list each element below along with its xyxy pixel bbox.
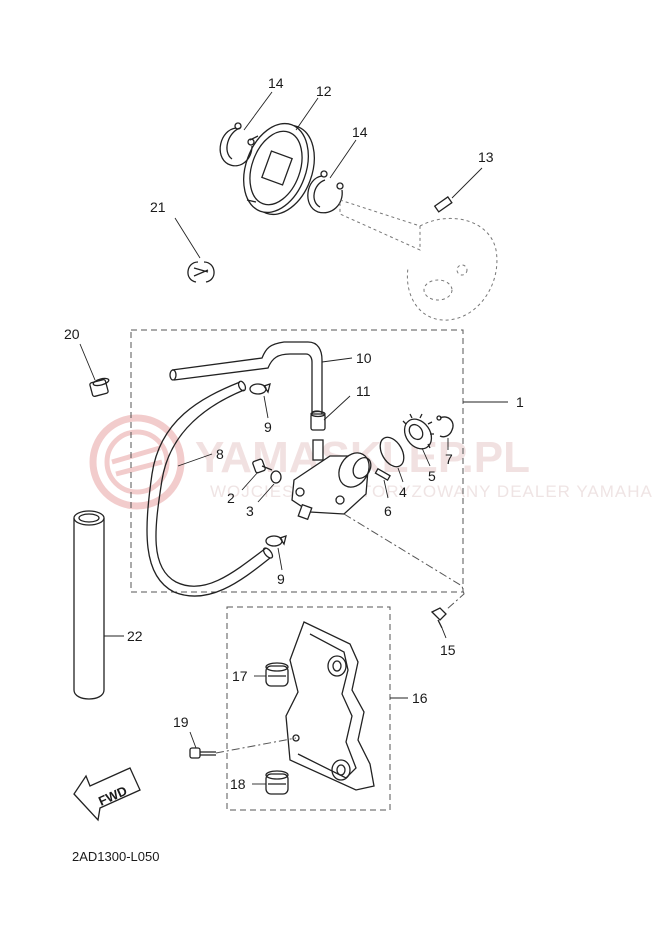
leader-2: [241, 471, 259, 491]
drive-gear-part-5: [402, 413, 434, 450]
leader-5: [421, 447, 431, 467]
callout-10: 10: [356, 350, 372, 366]
hose-clip-part-b: [265, 535, 287, 547]
circlip-part-7: [436, 415, 454, 438]
circlip-part-a: [219, 122, 255, 167]
leader-20: [79, 343, 96, 381]
leader-11: [323, 395, 351, 421]
watermark-tagline: WOJCIESZEK AUTORYZOWANY DEALER YAMAHA: [210, 482, 653, 501]
leader-13: [451, 167, 483, 199]
callout-7: 7: [445, 451, 453, 467]
collar-part: [89, 377, 110, 398]
o-ring-part-4: [379, 436, 405, 468]
leader-9b: [277, 547, 283, 571]
leader-9a: [263, 395, 269, 419]
leader-19: [189, 731, 197, 749]
forward-arrow-icon: FWD: [73, 767, 141, 822]
callout-11: 11: [356, 383, 371, 399]
callout-3: 3: [246, 503, 254, 519]
screw-part-19: [189, 747, 216, 759]
pin-part-6: [374, 467, 391, 481]
bolt-part-15: [430, 607, 447, 629]
leader-21: [174, 217, 201, 259]
alignment-line: [343, 513, 465, 611]
watermark: YAMASKLEP.PL WOJCIESZEK AUTORYZOWANY DEA…: [89, 414, 653, 510]
pin-part: [433, 196, 453, 213]
leader-14a: [243, 91, 273, 131]
assembly-box-16: [226, 606, 391, 811]
callout-19: 19: [173, 714, 189, 730]
leader-15: [441, 627, 447, 639]
callout-20: 20: [64, 326, 80, 342]
callout-14b: 14: [352, 124, 368, 140]
hose-clip-part-a: [249, 383, 271, 395]
callout-17: 17: [232, 668, 248, 684]
callout-21: 21: [150, 199, 166, 215]
hose-part-8: [146, 380, 274, 597]
callout-16: 16: [412, 690, 428, 706]
callout-9b: 9: [277, 571, 285, 587]
leader-12: [295, 97, 319, 131]
callout-18: 18: [230, 776, 246, 792]
callout-2: 2: [227, 490, 235, 506]
grommet-part-17: [265, 662, 289, 687]
screw-alignment-line: [215, 737, 297, 754]
callout-9a: 9: [264, 419, 272, 435]
callout-5: 5: [428, 468, 436, 484]
callout-22: 22: [127, 628, 143, 644]
hose-part-10: [169, 341, 323, 416]
clip-part: [187, 261, 215, 283]
callout-13: 13: [478, 149, 494, 165]
diagram-code: 2AD1300-L050: [72, 849, 159, 864]
pulley-gear-part: [243, 122, 315, 216]
assembly-box-1: [130, 329, 464, 593]
callout-15: 15: [440, 642, 456, 658]
leader-3: [257, 483, 275, 503]
tube-part-22: [73, 510, 105, 700]
oil-pump-body: [291, 439, 372, 521]
joint-part-11: [310, 410, 326, 431]
callout-14a: 14: [268, 75, 284, 91]
callout-8: 8: [216, 446, 224, 462]
bolt-part-2: [252, 458, 273, 474]
cover-part-16: [285, 621, 375, 791]
leader-14b: [329, 139, 357, 179]
callout-12: 12: [316, 83, 332, 99]
callout-6: 6: [384, 503, 392, 519]
leader-8: [177, 453, 213, 467]
leader-4: [397, 467, 404, 483]
circlip-part-b: [307, 170, 344, 214]
washer-part-3: [270, 470, 282, 484]
callout-4: 4: [399, 484, 407, 500]
callout-1: 1: [516, 394, 524, 410]
leader-10: [321, 357, 353, 363]
crank-shaft-ghost: [339, 199, 498, 321]
leader-6: [383, 479, 389, 499]
grommet-part-18: [265, 770, 289, 795]
